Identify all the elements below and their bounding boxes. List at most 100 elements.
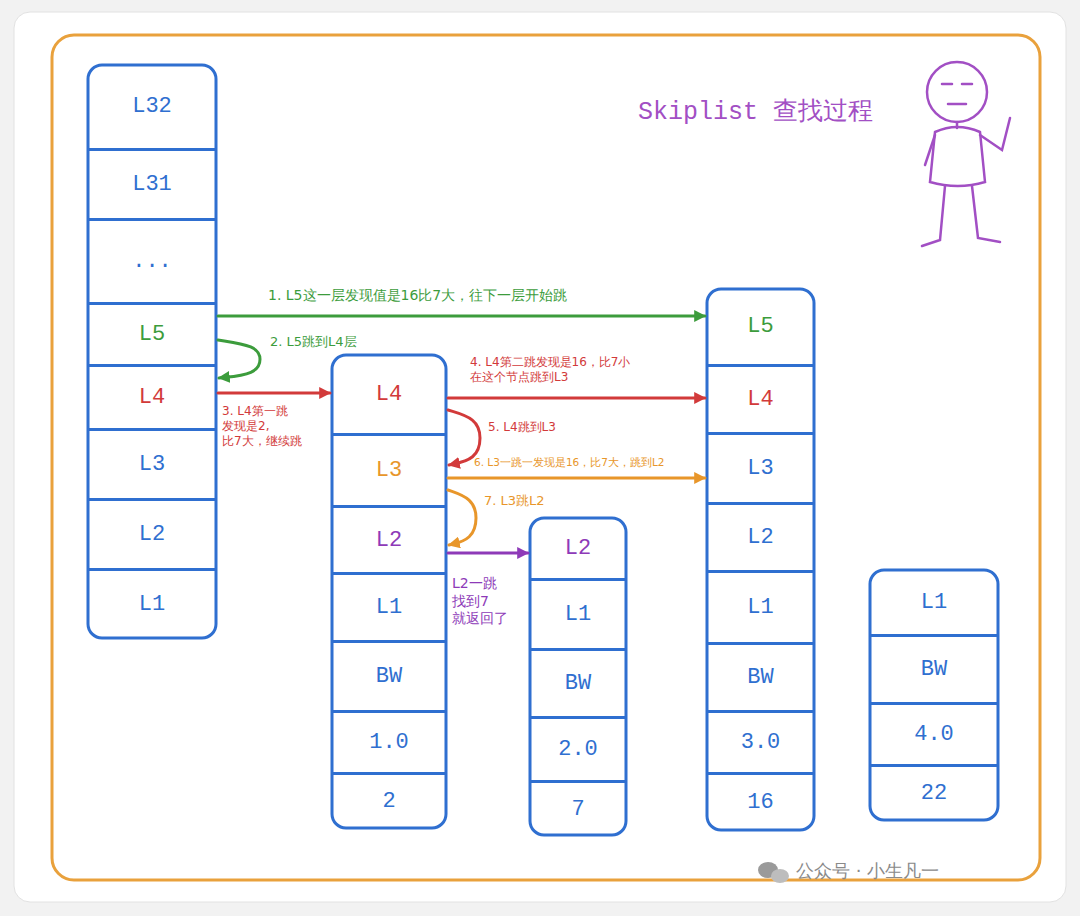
cell-text: L1: [376, 595, 402, 620]
step-label: 5. L4跳到L3: [488, 420, 556, 435]
cell-text: BW: [376, 664, 402, 689]
stick-figure: [922, 62, 1010, 246]
cell-text: 22: [921, 781, 947, 806]
level-cell: L31: [88, 148, 216, 218]
cell-text: L32: [132, 94, 172, 119]
cell-text: L2: [376, 528, 402, 553]
level-cell: L4: [332, 355, 446, 433]
cell-text: L2: [139, 522, 165, 547]
level-cell: L2: [88, 498, 216, 568]
cell-text: 16: [747, 790, 773, 815]
cell-text: L4: [747, 387, 773, 412]
level-cell: 2.0: [530, 716, 626, 780]
level-cell: L32: [88, 65, 216, 148]
level-cell: BW: [530, 648, 626, 716]
level-cell: L5: [88, 302, 216, 364]
level-cell: L2: [332, 505, 446, 572]
step-label-text: 7. L3跳L2: [484, 493, 545, 508]
level-cell: L3: [707, 432, 814, 502]
cell-text: ...: [132, 249, 172, 274]
level-cell: L1: [332, 572, 446, 640]
level-cell: BW: [707, 642, 814, 710]
step-label-text: 4. L4第二跳发现是16，比7小 在这个节点跳到L3: [470, 355, 631, 384]
step-label: L2一跳 找到7 就返回了: [452, 575, 514, 628]
skiplist-node-column: [332, 355, 446, 828]
cell-text: L3: [376, 458, 402, 483]
cell-text: L3: [139, 452, 165, 477]
level-cell: L3: [332, 433, 446, 505]
cell-text: BW: [747, 665, 773, 690]
jump-arrow: [448, 397, 705, 400]
level-cell: 3.0: [707, 710, 814, 772]
level-cell: BW: [870, 634, 998, 702]
title: Skiplist 查找过程: [638, 97, 873, 128]
cell-text: 2.0: [558, 737, 598, 762]
step-label: 1. L5这一层发现值是16比7大，往下一层开始跳: [268, 287, 567, 305]
step-label: 2. L5跳到L4层: [270, 334, 357, 350]
level-cell: L1: [530, 578, 626, 648]
title-text: Skiplist 查找过程: [638, 98, 873, 127]
jump-arrow: [218, 392, 330, 395]
canvas: [14, 12, 1066, 902]
level-cell: 16: [707, 772, 814, 830]
wechat-icon: [758, 862, 789, 883]
cell-text: L1: [921, 590, 947, 615]
level-cell: L1: [707, 570, 814, 642]
level-cell: 7: [530, 780, 626, 835]
watermark: 公众号 · 小生凡一: [796, 860, 939, 883]
level-cell: 4.0: [870, 702, 998, 764]
skiplist-node-column: [870, 570, 998, 820]
cell-text: 2: [382, 789, 395, 814]
step-label: 7. L3跳L2: [484, 493, 545, 509]
frame: [52, 35, 1040, 880]
step-label-text: 3. L4第一跳 发现是2, 比7大，继续跳: [222, 404, 302, 448]
level-cell: 22: [870, 764, 998, 820]
step-label-text: 5. L4跳到L3: [488, 420, 556, 434]
jump-arrow: [448, 477, 705, 480]
jump-arrow: [448, 552, 528, 555]
cell-text: L5: [139, 322, 165, 347]
cell-text: 7: [571, 797, 584, 822]
level-cell: BW: [332, 640, 446, 710]
cell-text: L5: [747, 314, 773, 339]
cell-text: L4: [139, 385, 165, 410]
cell-text: L1: [139, 592, 165, 617]
level-cell: L2: [530, 518, 626, 578]
level-cell: L4: [707, 364, 814, 432]
cell-text: L2: [565, 536, 591, 561]
cell-text: L3: [747, 456, 773, 481]
jump-arrow: [448, 490, 476, 545]
cell-text: 1.0: [369, 730, 409, 755]
cell-text: L4: [376, 382, 402, 407]
cell-text: L1: [747, 595, 773, 620]
level-cell: L2: [707, 502, 814, 570]
skiplist-node-column: [530, 518, 626, 835]
cell-text: L31: [132, 172, 172, 197]
step-label-text: L2一跳 找到7 就返回了: [452, 575, 508, 626]
level-cell: L1: [88, 568, 216, 638]
watermark-text: 公众号 · 小生凡一: [796, 860, 939, 881]
step-label-text: 6. L3一跳一发现是16，比7大，跳到L2: [474, 456, 664, 468]
level-cell: ...: [88, 218, 216, 302]
step-label-text: 1. L5这一层发现值是16比7大，往下一层开始跳: [268, 287, 567, 303]
jump-arrow: [218, 340, 260, 378]
step-label: 4. L4第二跳发现是16，比7小 在这个节点跳到L3: [470, 355, 652, 385]
cell-text: 4.0: [914, 722, 954, 747]
skiplist-node-column: [88, 65, 216, 638]
cell-text: 3.0: [741, 730, 781, 755]
cell-text: BW: [921, 657, 947, 682]
level-cell: L5: [707, 289, 814, 364]
level-cell: 2: [332, 772, 446, 828]
cell-text: BW: [565, 671, 591, 696]
step-label: 6. L3一跳一发现是16，比7大，跳到L2: [474, 456, 664, 469]
cell-text: L2: [747, 525, 773, 550]
level-cell: 1.0: [332, 710, 446, 772]
skiplist-node-column: [707, 289, 814, 830]
cell-text: L1: [565, 602, 591, 627]
level-cell: L3: [88, 428, 216, 498]
step-label: 3. L4第一跳 发现是2, 比7大，继续跳: [222, 404, 314, 449]
step-label-text: 2. L5跳到L4层: [270, 334, 357, 349]
jump-arrow: [218, 315, 705, 318]
level-cell: L4: [88, 364, 216, 428]
level-cell: L1: [870, 570, 998, 634]
